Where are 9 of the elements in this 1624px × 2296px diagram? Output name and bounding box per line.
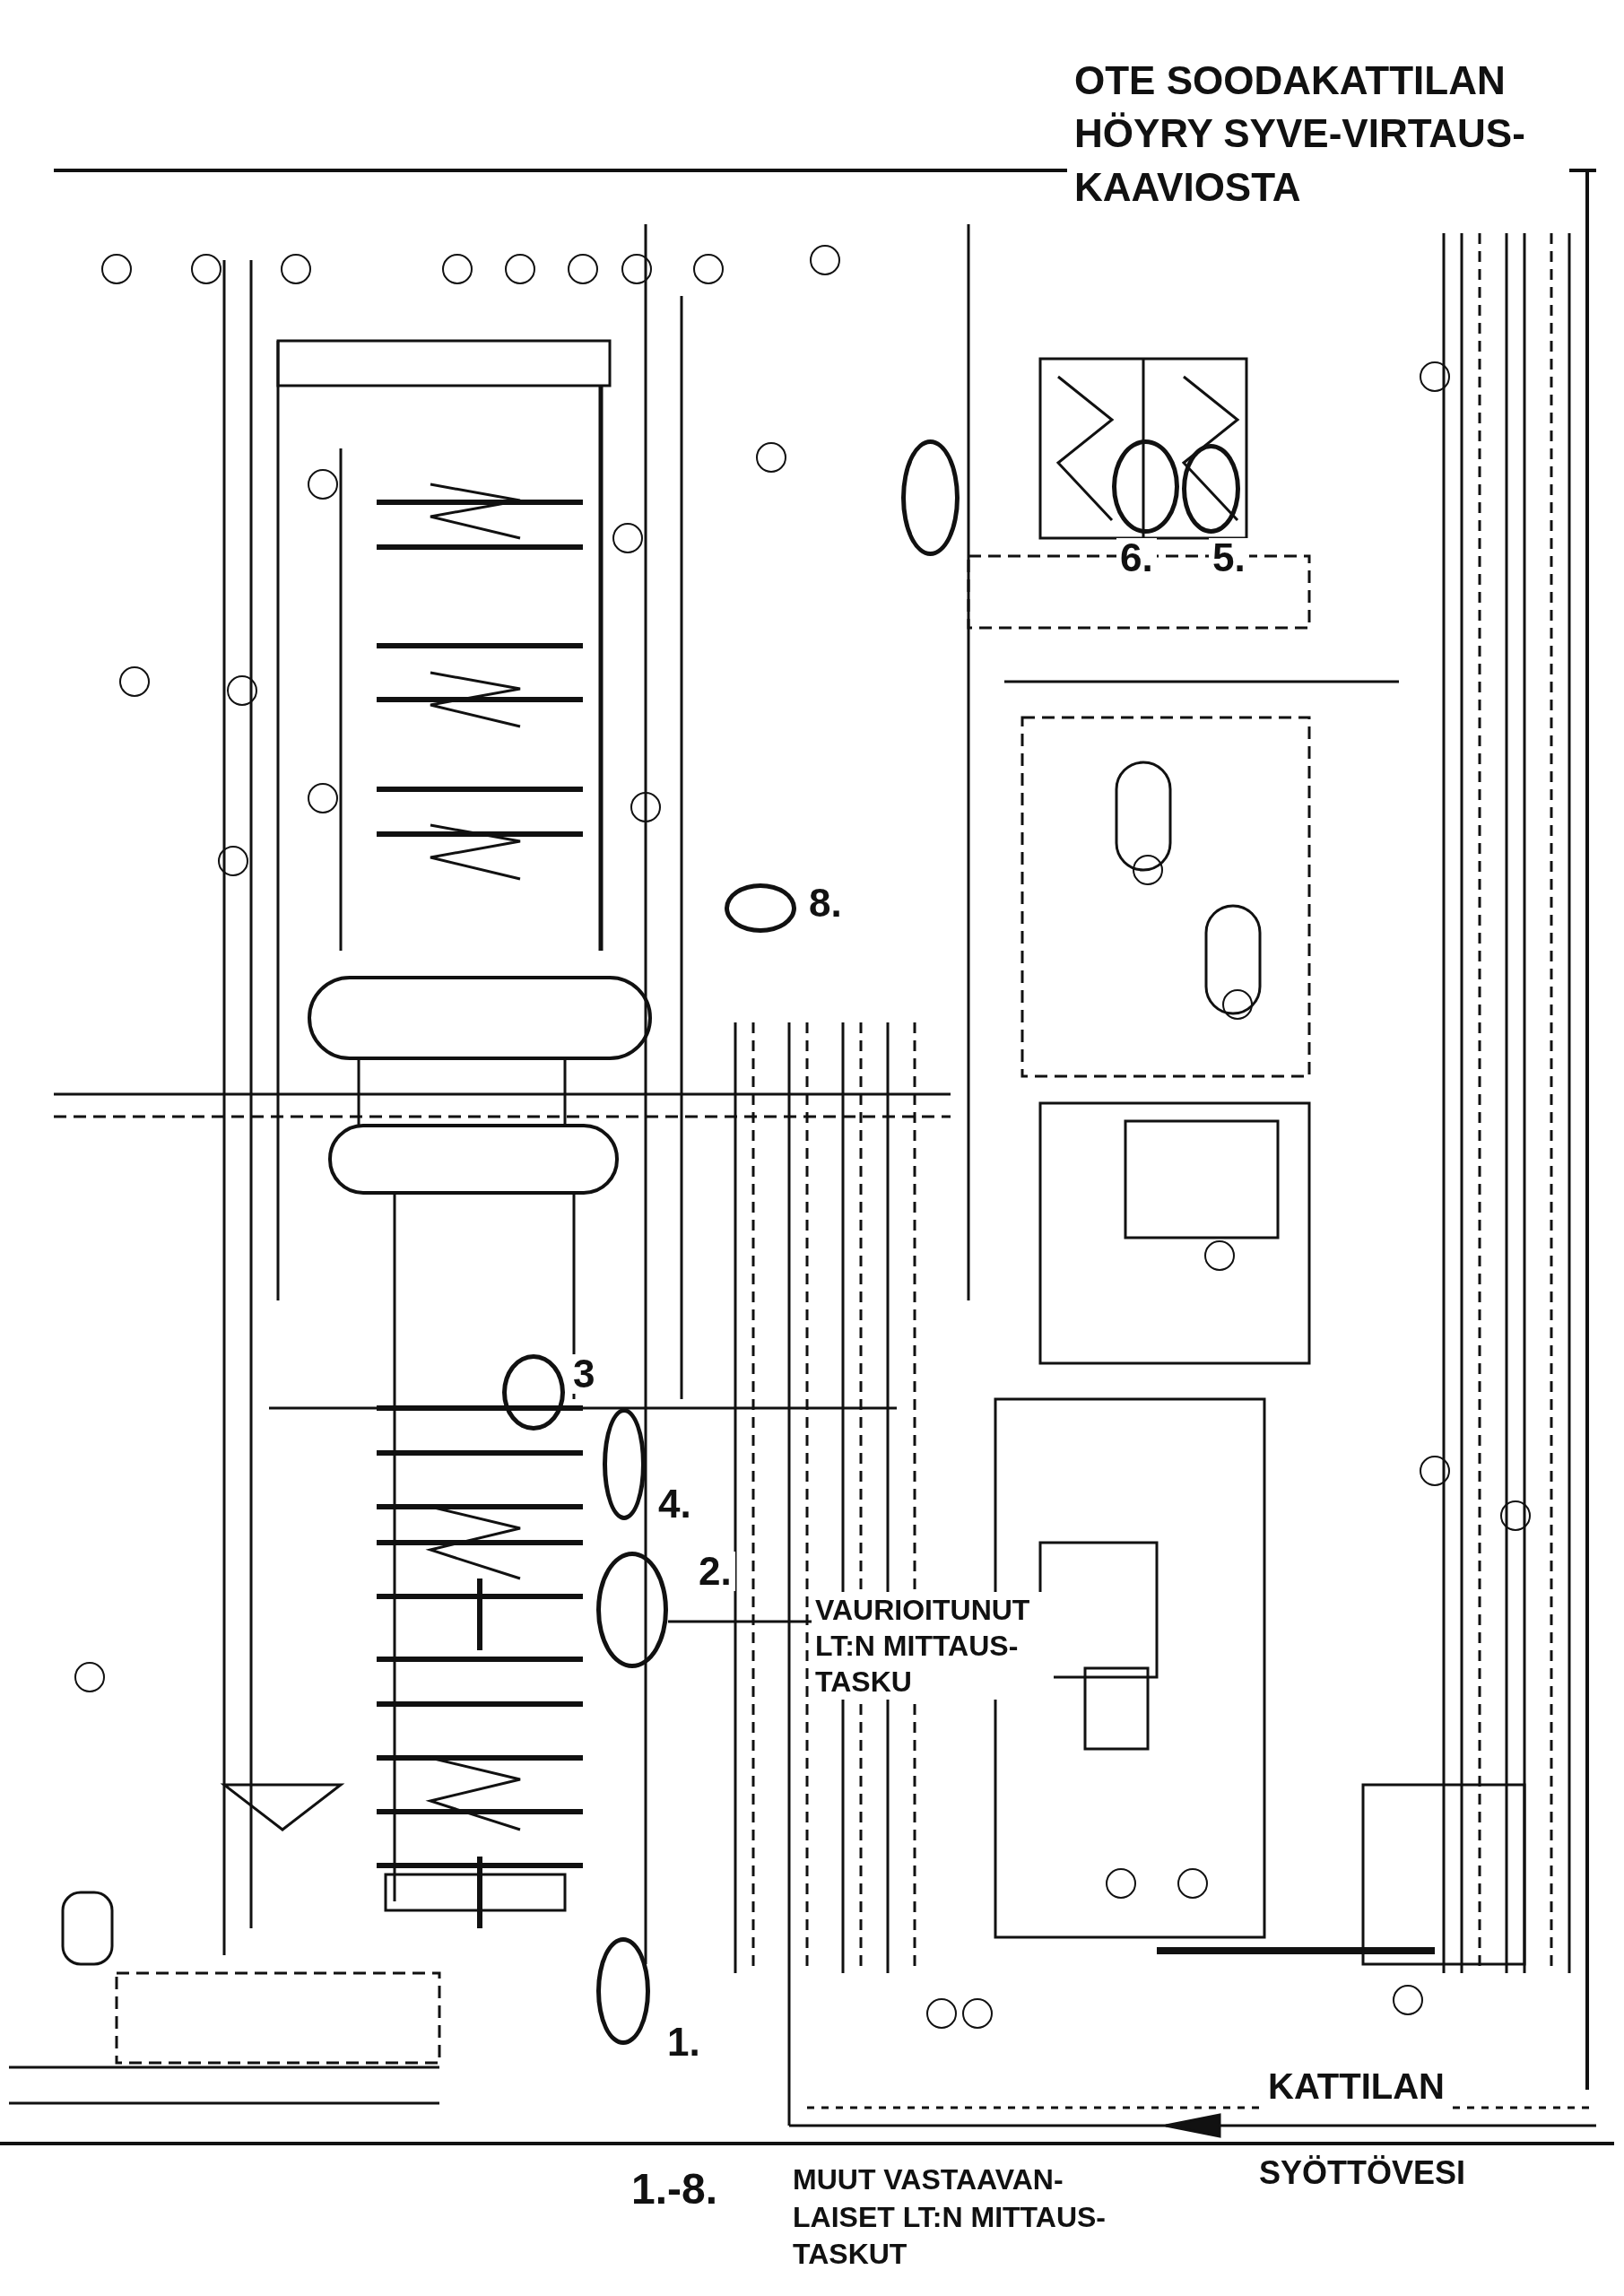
circled-instrument: [596, 1552, 668, 1668]
circled-instrument: [1112, 439, 1179, 534]
circled-instrument: [502, 1354, 565, 1431]
circled-instrument: [1182, 444, 1240, 534]
leader-line: [668, 1620, 812, 1623]
circled-instrument: [603, 1408, 646, 1520]
circled-instrument: [596, 1937, 650, 2045]
circled-instrument: [725, 883, 796, 933]
circled-instrument: [901, 439, 960, 556]
